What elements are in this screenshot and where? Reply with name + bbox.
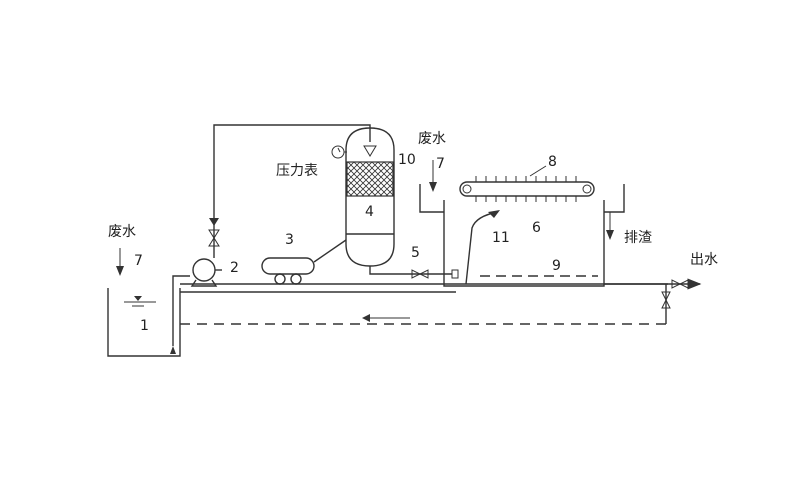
number-3: 3 [285,232,294,248]
number-5: 5 [411,245,420,261]
dissolved-air-tank [331,127,395,267]
main-pipeline [180,283,668,293]
recycle-line [208,124,371,258]
label-waste-water-top: 废水 [418,131,446,147]
number-1: 1 [140,318,149,334]
number-11: 11 [492,230,510,246]
label-slag-discharge: 排渣 [624,230,652,246]
number-7-left: 7 [134,253,143,269]
release-line [369,266,459,279]
label-outlet: 出水 [690,252,718,268]
flotation-tank [419,184,625,287]
inflow-arrow-left [116,248,124,276]
number-10: 10 [398,152,416,168]
pump [172,258,222,346]
inflow-arrow-top [429,160,437,192]
label-waste-water-left: 废水 [108,224,136,240]
skimmer [459,165,595,202]
air-compressor [261,239,347,285]
number-2: 2 [230,260,239,276]
number-8: 8 [548,154,557,170]
number-7-top: 7 [436,156,445,172]
wastewater-tank [107,288,181,357]
outlet-line [604,278,702,324]
number-6: 6 [532,220,541,236]
number-9: 9 [552,258,561,274]
label-pressure-gauge: 压力表 [276,163,318,179]
return-line [180,314,666,325]
number-4: 4 [365,204,374,220]
